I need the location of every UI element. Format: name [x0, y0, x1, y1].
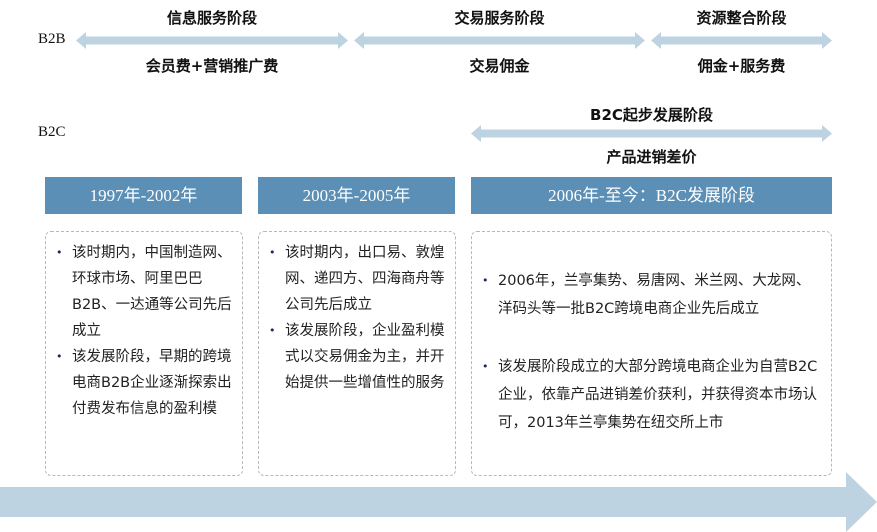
b2b-stage-1-title: 信息服务阶段	[166, 9, 257, 27]
list-item: •该发展阶段成立的大部分跨境电商企业为自营B2C企业，依靠产品进销差价获利，并获…	[472, 353, 821, 437]
timeline-arrow-icon	[0, 472, 877, 532]
bullet-icon: •	[56, 246, 63, 259]
double-arrow-icon	[471, 125, 832, 142]
list-item: •该时期内，中国制造网、环球市场、阿里巴巴B2B、一达通等公司先后成立	[46, 240, 242, 344]
period-1-detail-card: •该时期内，中国制造网、环球市场、阿里巴巴B2B、一达通等公司先后成立 •该发展…	[45, 231, 243, 476]
b2c-stage-title: B2C起步发展阶段	[590, 106, 713, 124]
double-arrow-icon	[651, 32, 832, 49]
b2b-stage-2-title: 交易服务阶段	[454, 9, 545, 27]
period-2-detail-card: •该时期内，出口易、敦煌网、递四方、四海商舟等公司先后成立 •该发展阶段，企业盈…	[258, 231, 456, 476]
period-box-2006-now: 2006年-至今：B2C发展阶段	[471, 177, 832, 214]
double-arrow-icon	[76, 32, 348, 49]
bullet-icon: •	[269, 246, 276, 259]
period-box-1997-2002: 1997年-2002年	[45, 177, 242, 214]
period-box-2003-2005: 2003年-2005年	[258, 177, 455, 214]
b2b-stage-3-revenue: 佣金+服务费	[697, 57, 786, 75]
period-3-detail-card: •2006年，兰亭集势、易唐网、米兰网、大龙网、洋码头等一批B2C跨境电商企业先…	[471, 231, 832, 476]
b2b-stage-1-revenue: 会员费+营销推广费	[145, 57, 279, 75]
list-item: •该发展阶段，企业盈利模式以交易佣金为主，并开始提供一些增值性的服务	[259, 318, 455, 396]
b2b-stage-3-title: 资源整合阶段	[696, 9, 787, 27]
b2b-row-label: B2B	[38, 31, 66, 47]
b2b-stage-2-revenue: 交易佣金	[469, 57, 530, 75]
bullet-icon: •	[269, 324, 276, 337]
bullet-icon: •	[482, 274, 489, 287]
list-item: •该发展阶段，早期的跨境电商B2B企业逐渐探索出付费发布信息的盈利模	[46, 344, 242, 422]
bullet-icon: •	[482, 360, 489, 373]
bullet-icon: •	[56, 350, 63, 363]
b2c-stage-revenue: 产品进销差价	[606, 148, 697, 166]
list-item: •该时期内，出口易、敦煌网、递四方、四海商舟等公司先后成立	[259, 240, 455, 318]
double-arrow-icon	[354, 32, 645, 49]
list-item: •2006年，兰亭集势、易唐网、米兰网、大龙网、洋码头等一批B2C跨境电商企业先…	[472, 267, 821, 323]
b2c-row-label: B2C	[38, 124, 66, 140]
